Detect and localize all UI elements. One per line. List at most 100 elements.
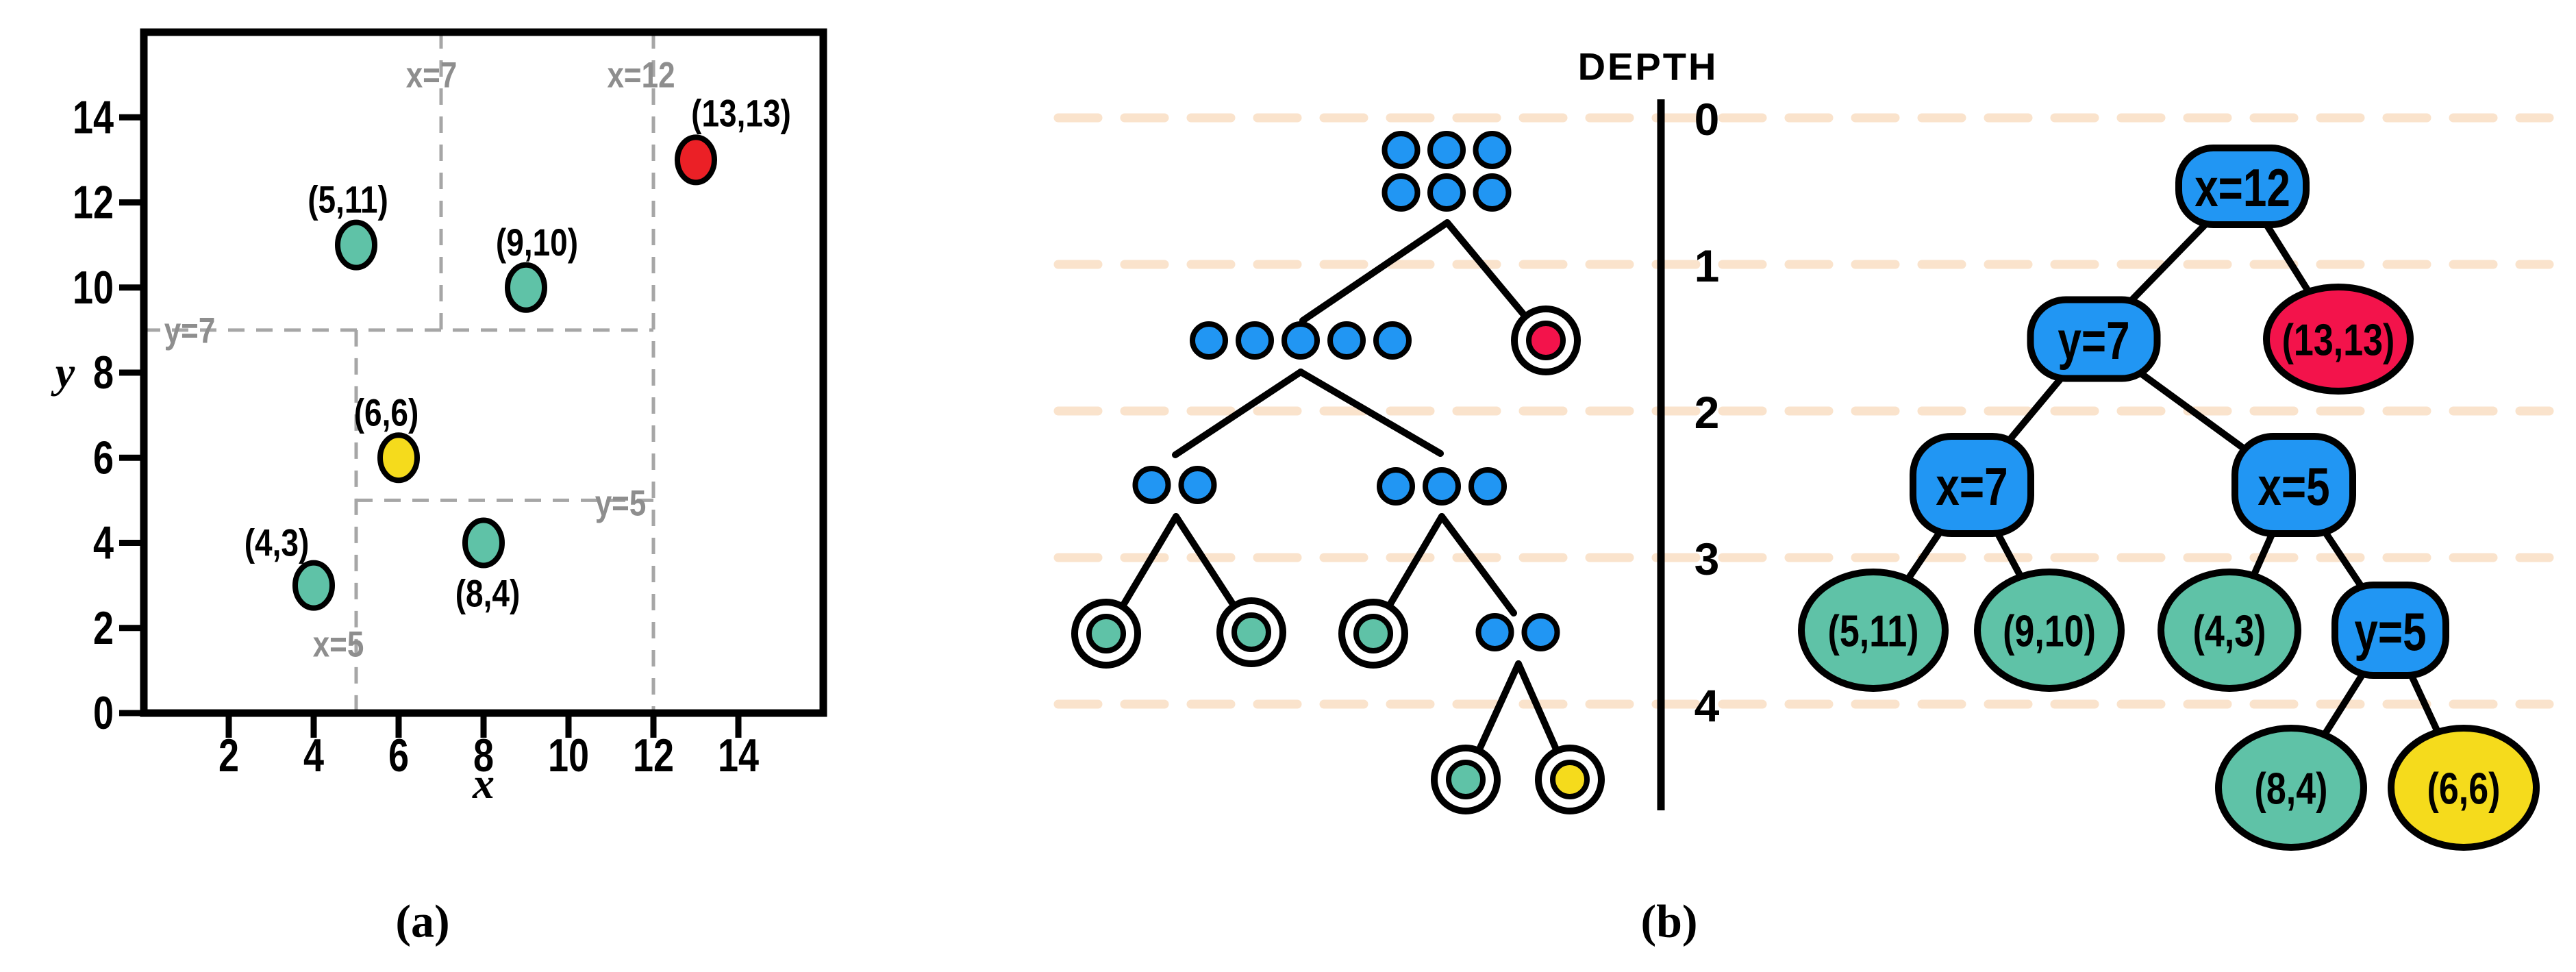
y-tick-label-6: 6 [93,432,114,484]
kdtree-node-(4,3): (4,3) [2158,569,2301,692]
point-label-(9,10): (9,10) [496,221,578,264]
point-dot [1377,467,1415,506]
svg-text:0: 0 [93,687,114,738]
y-tick-label-8: 8 [93,347,114,398]
dot-cluster-point-13-13 [1511,306,1581,375]
point-label-(5,11): (5,11) [308,179,388,221]
scatter-point-(9,10): (9,10) [496,221,578,313]
point-dot [1475,613,1514,651]
x-tick-label-10: 10 [548,730,589,781]
node-shape [2215,725,2367,851]
partition-x=5: x=5 [313,329,364,713]
y-tick-label-0: 0 [93,687,114,738]
point-dot [1427,173,1466,212]
dot-cluster-pair-2-points [1132,466,1217,504]
node-shape [2263,284,2414,395]
partition-label-y=7: y=7 [164,311,216,351]
svg-text:0: 0 [1695,94,1720,145]
leaf-dot [1550,760,1590,799]
x-axis-title: x [473,759,495,808]
point-dot [1427,131,1466,169]
point-marker-(9,10) [505,262,547,313]
svg-text:y=5: y=5 [595,484,647,524]
svg-text:14: 14 [73,92,114,143]
caption-panel-a: (a) [395,895,450,947]
point-dot [1381,131,1421,169]
kdtree-node-x=12: x=12 [2175,145,2310,228]
y-tick-label-2: 2 [93,602,114,653]
point-dot [1473,131,1512,169]
dot-tree-edge-6 [1386,513,1445,610]
scatter-point-(5,11): (5,11) [308,179,388,271]
svg-text:12: 12 [73,177,114,228]
plot-border [140,28,827,717]
dot-tree-edge-0 [1299,219,1451,324]
node-shape [2158,569,2301,692]
leaf-dot [1353,614,1393,653]
kdtree-node-(6,6): (6,6) [2388,725,2540,851]
depth-axis-title: DEPTH [1577,45,1718,88]
point-dot [1236,321,1274,360]
x-tick-label-8: 8 [473,730,494,781]
y-tick-label-10: 10 [73,262,114,313]
node-label-(6,6): (6,6) [2427,764,2501,814]
svg-text:1: 1 [1695,240,1720,291]
partition-x=7: x=7 [406,32,458,330]
dot-tree-edge-4 [1119,513,1179,610]
svg-text:4: 4 [93,517,114,569]
kdtree-node-x=7: x=7 [1910,433,2034,537]
svg-text:10: 10 [73,262,114,313]
svg-text:(13,13): (13,13) [691,92,791,134]
svg-text:8: 8 [473,730,494,781]
leaf-dot [1526,321,1566,360]
point-dot [1281,321,1320,360]
y-axis-title: y [55,348,75,397]
svg-text:y=7: y=7 [164,311,216,351]
partition-label-y=5: y=5 [595,484,647,524]
y-tick-label-4: 4 [93,517,114,569]
svg-text:4: 4 [303,730,324,781]
point-label-(4,3): (4,3) [245,522,310,564]
point-label-(8,4): (8,4) [455,573,521,615]
node-shape [1910,433,2034,537]
dot-cluster-point-4-3 [1338,599,1408,669]
x-tick-label-2: 2 [218,730,239,781]
kdtree-node-x=5: x=5 [2231,433,2356,537]
svg-text:(5,11): (5,11) [1828,607,1919,656]
dot-tree-edge-1 [1444,219,1529,320]
scatter-point-(8,4): (8,4) [455,517,521,615]
svg-text:y=7: y=7 [2058,310,2129,370]
dot-cluster-trio-3-points [1377,467,1507,506]
kdtree-node-(13,13): (13,13) [2263,284,2414,395]
svg-text:2: 2 [1695,387,1720,438]
node-label-(8,4): (8,4) [2255,764,2328,814]
y-tick-label-12: 12 [73,177,114,228]
dot-tree-edge-5 [1173,513,1238,610]
scatter-point-(13,13): (13,13) [675,92,791,186]
point-dot [1468,467,1507,506]
partition-label-x=7: x=7 [406,55,458,96]
caption-panel-b: (b) [1640,895,1698,947]
svg-text:x=12: x=12 [607,55,675,96]
svg-text:4: 4 [1695,680,1720,731]
svg-text:(8,4): (8,4) [2255,764,2328,814]
dot-cluster-point-6-6 [1535,745,1605,814]
node-shape [2331,582,2449,679]
point-dot [1521,613,1560,651]
x-tick-label-12: 12 [633,730,674,781]
partition-x=12: x=12 [607,32,675,713]
node-label-y=5: y=5 [2354,601,2426,661]
dot-tree-edges [1119,219,1560,754]
partition-label-x=5: x=5 [313,625,364,665]
scatter-point-(4,3): (4,3) [245,522,335,611]
svg-text:x=5: x=5 [2258,456,2329,516]
depth-level-1: 1 [1695,240,1720,291]
svg-text:14: 14 [718,730,759,781]
scatter-point-(6,6): (6,6) [354,391,420,484]
node-label-(4,3): (4,3) [2193,607,2266,656]
node-label-y=7: y=7 [2058,310,2129,370]
svg-text:(8,4): (8,4) [455,573,521,615]
dot-tree-edge-8 [1475,660,1522,754]
